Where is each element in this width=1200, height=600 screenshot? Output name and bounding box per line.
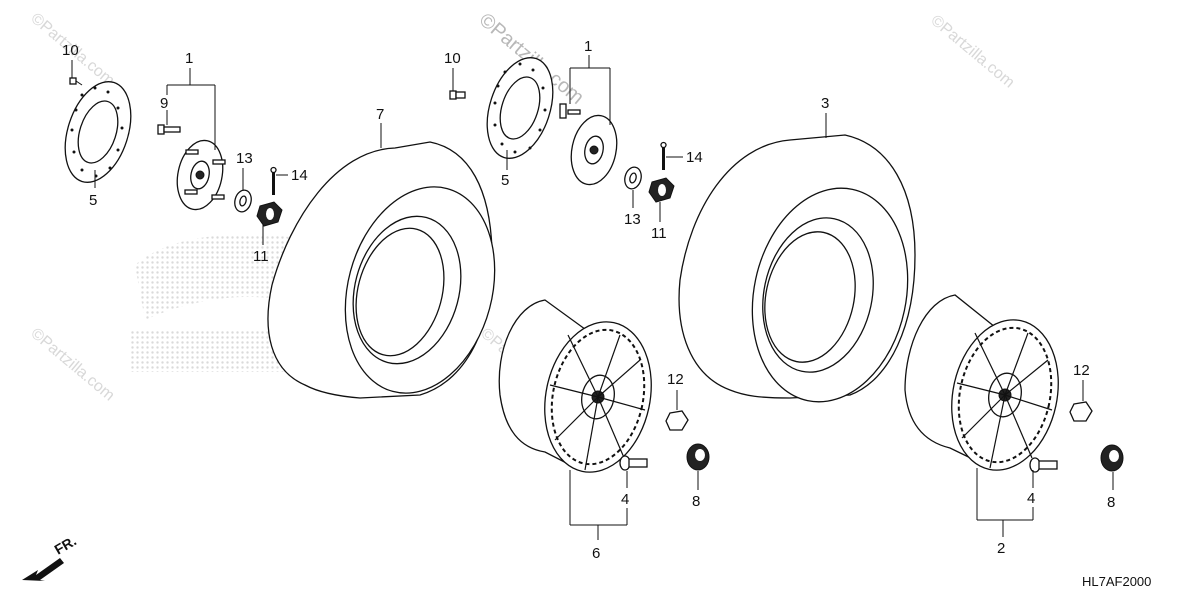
bolt-right[interactable] xyxy=(449,90,466,100)
bolt-left[interactable] xyxy=(69,77,83,86)
callout-9: 9 xyxy=(160,95,168,112)
callout-10: 10 xyxy=(62,42,79,59)
callout-14: 14 xyxy=(291,167,308,184)
castle-nut-left[interactable] xyxy=(256,201,283,227)
lug-nut-12-right[interactable] xyxy=(1069,401,1093,422)
callout-5: 5 xyxy=(89,192,97,209)
callout-4: 4 xyxy=(1027,490,1035,507)
washer-right[interactable] xyxy=(622,165,643,190)
callout-11: 11 xyxy=(253,248,269,265)
callout-7: 7 xyxy=(376,106,384,123)
wheel-bolt[interactable] xyxy=(157,124,181,135)
callout-2: 2 xyxy=(997,540,1005,557)
washer-left[interactable] xyxy=(232,188,253,213)
callout-12: 12 xyxy=(1073,362,1090,379)
watermark-text: ©Partzilla.com xyxy=(27,325,117,404)
cap-nut-8-right[interactable] xyxy=(1100,444,1124,472)
wheel-rim-right[interactable] xyxy=(904,294,1072,480)
callout-3: 3 xyxy=(821,95,829,112)
callout-8: 8 xyxy=(1107,494,1115,511)
callout-13: 13 xyxy=(624,211,641,228)
cap-nut-8-left[interactable] xyxy=(686,443,710,471)
callout-8: 8 xyxy=(692,493,700,510)
callout-13: 13 xyxy=(236,150,253,167)
diagram-code: HL7AF2000 xyxy=(1082,574,1151,589)
callout-10: 10 xyxy=(444,50,461,67)
callout-1: 1 xyxy=(584,38,592,55)
wheel-hub-right[interactable] xyxy=(559,103,623,189)
leader-lines xyxy=(71,55,1114,540)
callout-11: 11 xyxy=(651,225,667,242)
tire-left[interactable] xyxy=(267,141,517,410)
wheel-hub-left[interactable] xyxy=(171,136,229,214)
callout-5: 5 xyxy=(501,172,509,189)
lug-nut-12-left[interactable] xyxy=(665,410,689,431)
watermark-text: ©Partzilla.com xyxy=(927,12,1017,91)
callout-12: 12 xyxy=(667,371,684,388)
castle-nut-right[interactable] xyxy=(648,177,675,203)
valve-stem-left[interactable] xyxy=(619,455,648,471)
direction-label: FR. xyxy=(52,532,80,557)
front-direction-arrow: FR. xyxy=(22,532,79,581)
wheel-rim-left[interactable] xyxy=(498,299,664,482)
callout-1: 1 xyxy=(185,50,193,67)
honda-logo-watermark xyxy=(130,234,300,372)
callouts: 10 1 9 13 14 5 11 7 10 1 14 5 13 11 3 12… xyxy=(62,38,1115,562)
valve-stem-right[interactable] xyxy=(1029,457,1058,473)
callout-6: 6 xyxy=(592,545,600,562)
cotter-pin-left[interactable] xyxy=(270,166,277,196)
brake-disc-right[interactable] xyxy=(475,49,564,166)
brake-disc-left[interactable] xyxy=(53,73,142,190)
tire-right[interactable] xyxy=(678,134,927,416)
cotter-pin-right[interactable] xyxy=(660,141,667,171)
callout-14: 14 xyxy=(686,149,703,166)
callout-4: 4 xyxy=(621,491,629,508)
